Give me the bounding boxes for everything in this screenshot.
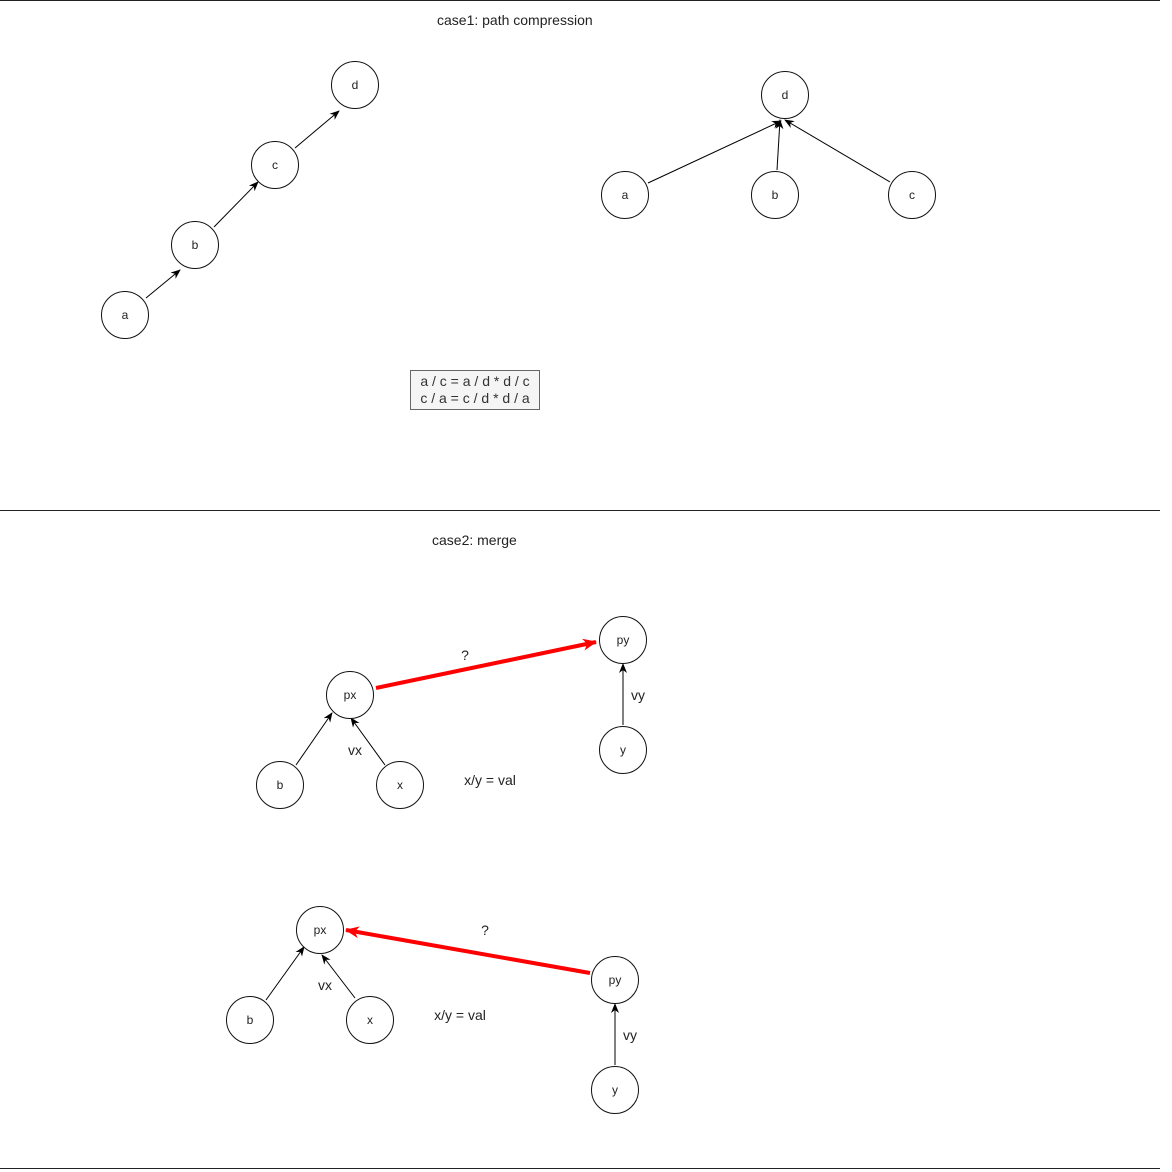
- node-top-x: x: [376, 761, 424, 809]
- edge-after-b-d: [775, 119, 784, 171]
- case1-title: case1: path compression: [437, 12, 593, 28]
- edge-a-b: [145, 269, 181, 299]
- node-bottom-x: x: [346, 996, 394, 1044]
- edge-bottom-py-px-red: [345, 926, 591, 975]
- formula-box: a / c = a / d * d / c c / a = c / d * d …: [410, 370, 540, 410]
- label-top-relation: x/y = val: [464, 772, 516, 788]
- middle-divider: [0, 510, 1160, 511]
- node-top-py: py: [599, 616, 647, 664]
- edge-b-c: [213, 181, 259, 228]
- node-bottom-py: py: [591, 956, 639, 1004]
- label-top-vy: vy: [631, 687, 645, 703]
- formula-line-1: a / c = a / d * d / c: [420, 373, 530, 389]
- node-bottom-y: y: [591, 1066, 639, 1114]
- node-before-a: a: [101, 291, 149, 339]
- node-bottom-px: px: [296, 906, 344, 954]
- edge-top-b-px: [295, 712, 333, 766]
- node-top-y: y: [599, 726, 647, 774]
- label-bottom-vy: vy: [623, 1027, 637, 1043]
- label-bottom-relation: x/y = val: [434, 1007, 486, 1023]
- node-after-b: b: [751, 171, 799, 219]
- node-after-a: a: [601, 171, 649, 219]
- node-top-b: b: [256, 761, 304, 809]
- label-bottom-vx: vx: [318, 977, 332, 993]
- node-after-c: c: [888, 171, 936, 219]
- edge-bottom-b-px: [265, 946, 305, 1001]
- edge-top-x-px: [350, 717, 386, 766]
- label-top-question: ?: [461, 647, 469, 663]
- edge-top-px-py-red: [375, 638, 597, 690]
- case2-title: case2: merge: [432, 532, 517, 548]
- node-before-d: d: [331, 61, 379, 109]
- edge-after-c-d: [784, 119, 891, 183]
- node-before-c: c: [251, 141, 299, 189]
- edge-after-a-d: [647, 120, 782, 184]
- bottom-divider: [0, 1168, 1160, 1169]
- label-top-vx: vx: [348, 742, 362, 758]
- edge-c-d: [294, 110, 340, 149]
- formula-line-2: c / a = c / d * d / a: [420, 390, 530, 406]
- node-bottom-b: b: [226, 996, 274, 1044]
- node-top-px: px: [326, 671, 374, 719]
- node-before-b: b: [171, 221, 219, 269]
- top-divider: [0, 0, 1160, 1]
- node-after-d: d: [761, 71, 809, 119]
- label-bottom-question: ?: [481, 922, 489, 938]
- edge-bottom-x-px: [321, 954, 356, 999]
